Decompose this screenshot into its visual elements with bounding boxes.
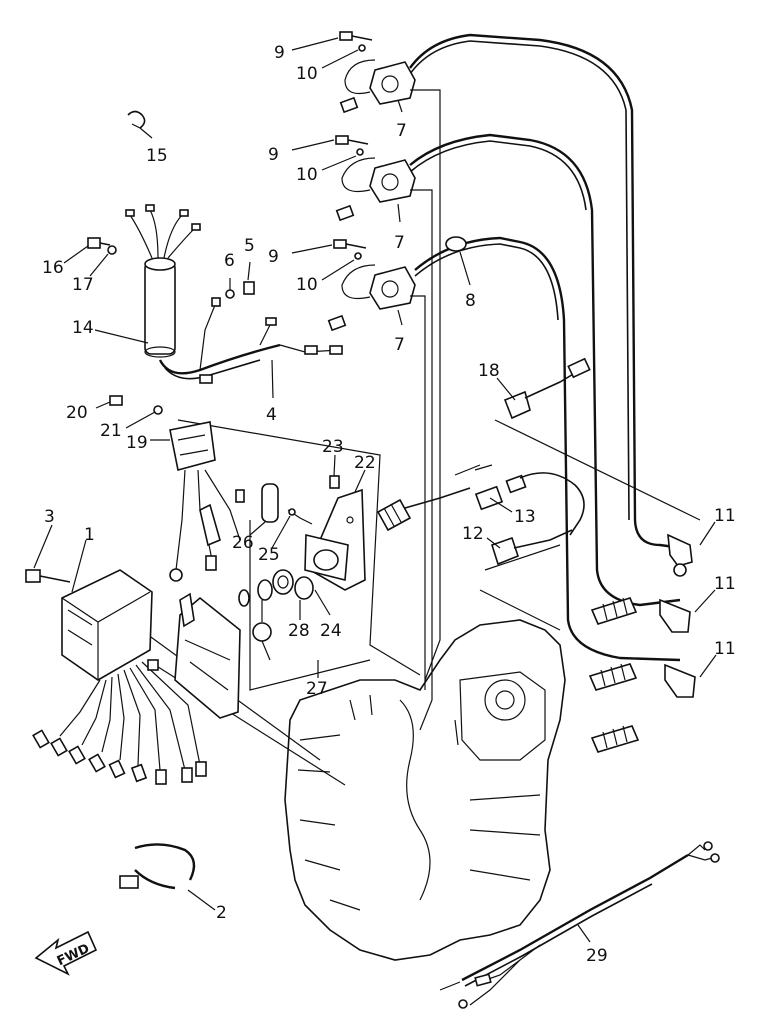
band-clamp [119,843,196,890]
callout-7: 7 [394,335,405,355]
callout-10: 10 [296,64,318,84]
callout-6: 6 [224,251,235,271]
callout-10: 10 [296,275,318,295]
callout-20: 20 [66,403,88,423]
callout-10: 10 [296,165,318,185]
extension-harness [439,841,720,1009]
callout-9: 9 [274,43,285,63]
callout-24: 24 [320,621,342,641]
fwd-arrow-icon: FWD [34,930,98,976]
high-tension-leads [409,33,683,662]
sensor-18 [503,357,591,420]
ignition-coil-bottom [327,264,416,332]
callout-11: 11 [714,506,736,526]
callout-4: 4 [266,405,277,425]
cdi-unit [32,569,207,785]
callout-27: 27 [306,679,328,699]
callout-2: 2 [216,903,227,923]
cdi-bolt [25,569,159,671]
callout-9: 9 [268,247,279,267]
small-fasteners [87,237,255,299]
callout-13: 13 [514,507,536,527]
callout-26: 26 [232,533,254,553]
callout-3: 3 [44,507,55,527]
callout-1: 1 [84,525,95,545]
ignition-coil-top [339,59,416,114]
leader-lines [33,37,717,943]
mount-bracket-19 [109,395,245,582]
callout-29: 29 [586,946,608,966]
callout-28: 28 [288,621,310,641]
engine-block [284,619,566,961]
rectifier-bracket-parts [238,475,366,661]
callout-11: 11 [714,574,736,594]
callout-5: 5 [244,236,255,256]
callout-16: 16 [42,258,64,278]
callout-22: 22 [354,453,376,473]
wire-harness [158,297,343,384]
callout-23: 23 [322,437,344,457]
wire-boot [376,487,471,532]
callout-17: 17 [72,275,94,295]
callout-7: 7 [396,121,407,141]
callout-18: 18 [478,361,500,381]
callout-11: 11 [714,639,736,659]
callout-12: 12 [462,524,484,544]
spark-plugs [588,597,640,753]
grommet [445,236,467,252]
callout-9: 9 [268,145,279,165]
callout-7: 7 [394,233,405,253]
callout-14: 14 [72,318,94,338]
callout-21: 21 [100,421,122,441]
spark-plug-caps [659,533,696,698]
callout-8: 8 [465,291,476,311]
sensor-12 [491,529,573,566]
ignition-coil-middle [335,157,416,222]
callout-19: 19 [126,433,148,453]
charge-coil [125,204,201,358]
wire-clip [127,110,146,129]
callout-25: 25 [258,545,280,565]
cdi-mount-bracket [174,592,241,719]
callout-labels: 9 10 7 9 10 7 9 10 8 7 15 16 17 6 5 14 4… [42,43,736,966]
callout-15: 15 [146,146,168,166]
coil-bolts [333,31,373,260]
sensor-13 [454,464,585,536]
